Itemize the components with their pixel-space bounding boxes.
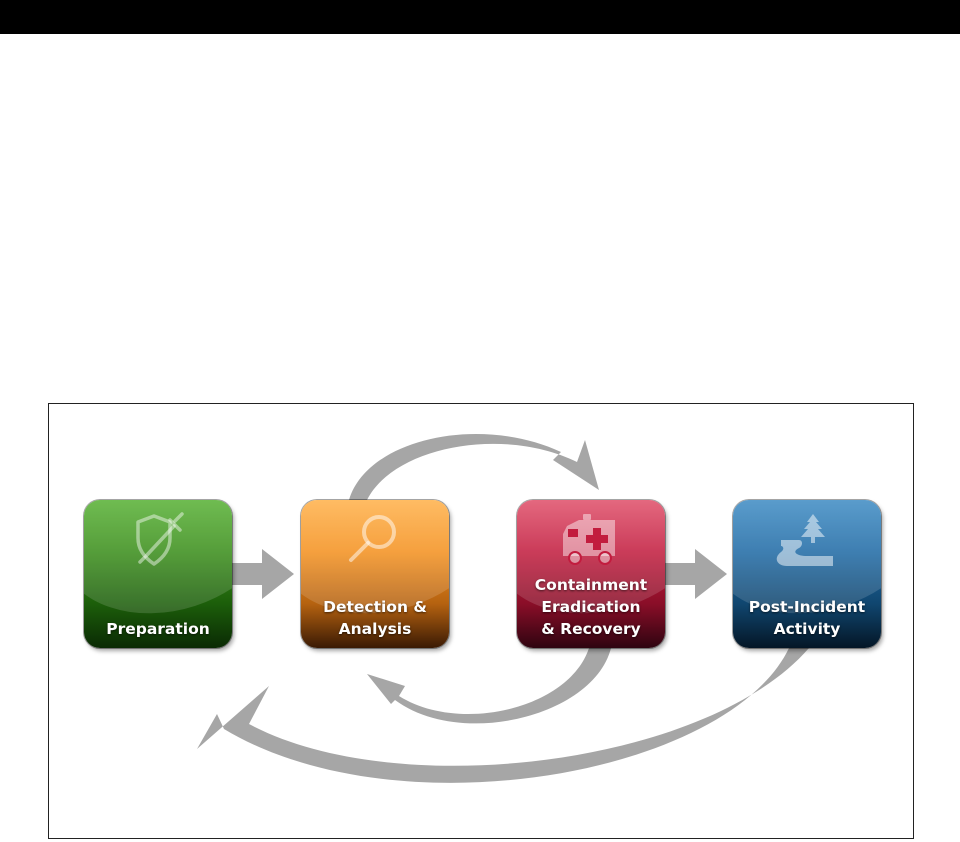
stage-post-incident-activity: Post-Incident Activity (733, 500, 881, 648)
magnifier-icon (349, 515, 396, 562)
incident-response-lifecycle-diagram: Preparation Detection & Analysis (48, 403, 914, 839)
stage-preparation: Preparation (84, 500, 232, 648)
stage-label: Preparation (106, 620, 210, 638)
arrow-containment-to-postincident (665, 549, 727, 599)
stage-detection-analysis: Detection & Analysis (301, 500, 449, 648)
stage-label: Containment Eradication & Recovery (534, 576, 648, 638)
arrow-containment-to-detection (367, 648, 611, 724)
flow-arrows (197, 433, 809, 783)
stage-label: Post-Incident Activity (748, 598, 866, 638)
stage-containment-eradication-recovery: Containment Eradication & Recovery (517, 500, 665, 648)
stage-label: Detection & Analysis (323, 598, 427, 638)
road-tree-icon (776, 514, 833, 566)
shield-syringe-icon (136, 512, 184, 566)
top-black-bar (0, 0, 960, 34)
ambulance-icon (563, 514, 615, 565)
arrow-detection-to-containment (349, 433, 599, 500)
arrow-prep-to-detection (232, 549, 294, 599)
